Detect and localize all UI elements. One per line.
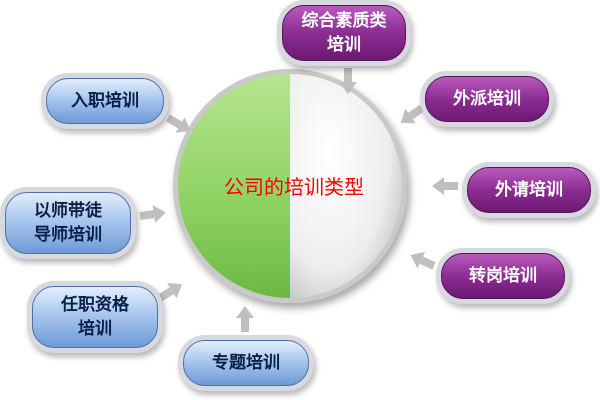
node-topic-training: 专题培训: [183, 340, 309, 386]
node-comprehensive-training: 综合素质类 培训: [282, 5, 406, 61]
arrow-from-zhuangang: [410, 251, 436, 270]
center-circle-right-half: [290, 74, 402, 298]
arrow-from-zhuanti: [236, 306, 254, 332]
node-invited-trainer-training: 外请培训: [467, 167, 591, 213]
node-ruzhi-training: 入职培训: [46, 78, 164, 124]
arrow-from-yishi: [139, 205, 166, 223]
center-circle-left-half: [178, 74, 290, 298]
arrow-from-renzhi: [157, 282, 183, 302]
center-circle: [173, 69, 407, 303]
node-qualification-training: 任职资格 培训: [32, 286, 158, 348]
node-mentor-training: 以师带徒 导师培训: [5, 192, 131, 254]
node-external-dispatch-training: 外派培训: [425, 76, 549, 122]
arrow-from-zonghe: [339, 68, 357, 94]
arrow-from-waiqing: [432, 177, 458, 195]
connector-arrows: [139, 68, 458, 332]
center-title: 公司的培训类型: [224, 175, 364, 199]
arrow-from-waipai: [400, 104, 425, 124]
node-transfer-training: 转岗培训: [441, 253, 565, 299]
arrow-from-ruzhi: [166, 114, 191, 133]
